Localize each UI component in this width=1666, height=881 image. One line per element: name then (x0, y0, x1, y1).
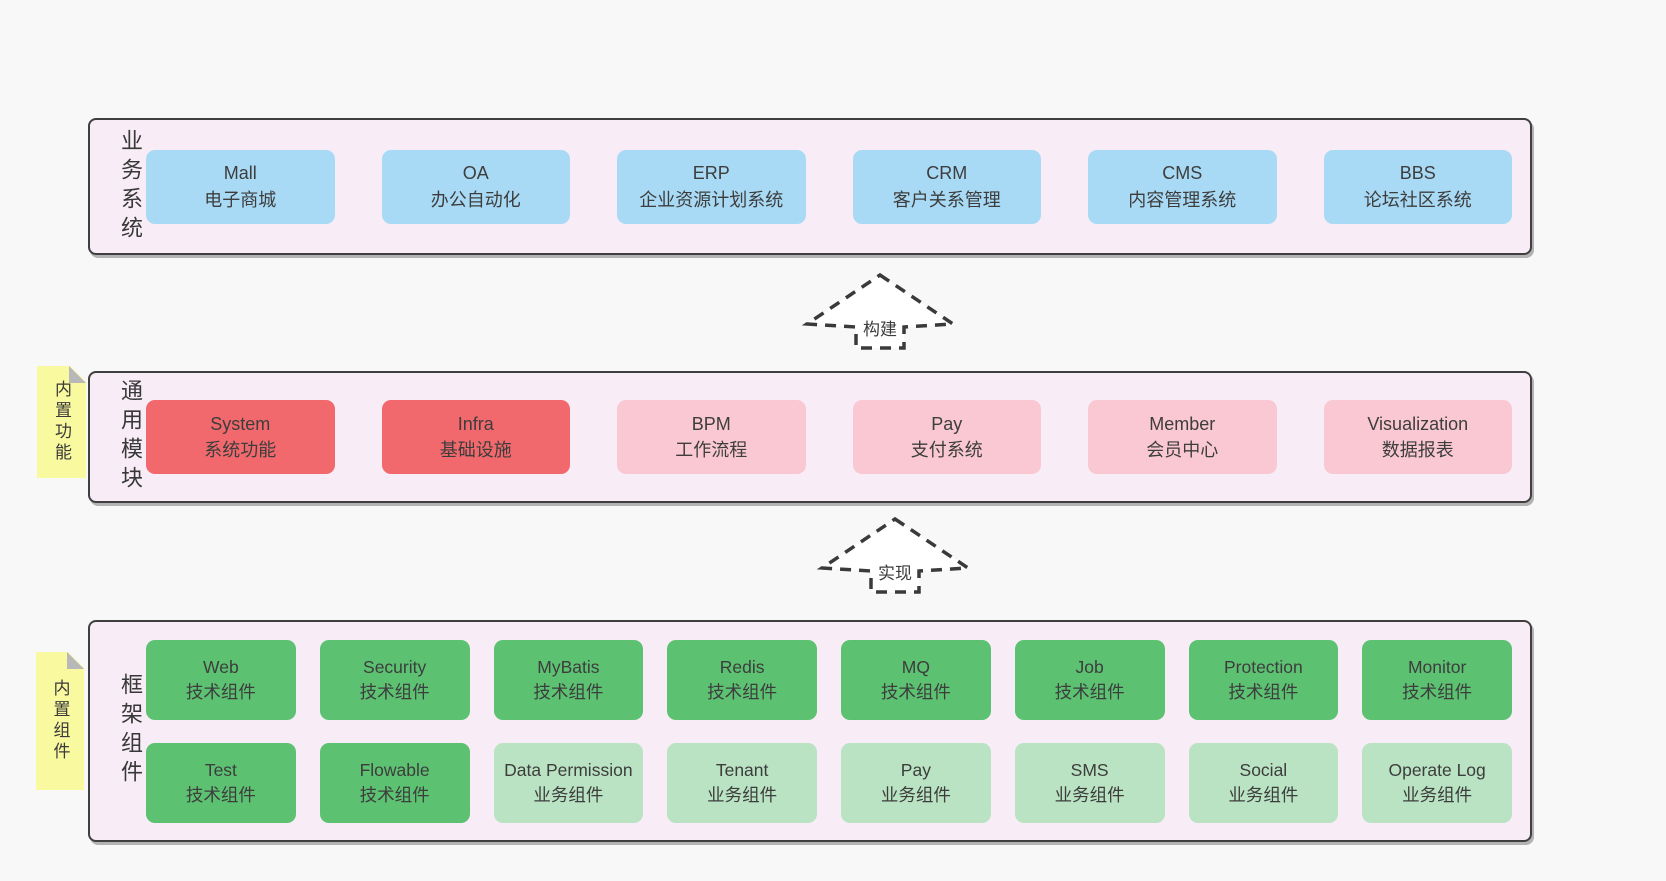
box-visualization: Visualization 数据报表 (1323, 400, 1512, 474)
up-arrow-icon (816, 516, 974, 594)
box-erp: ERP 企业资源计划系统 (617, 149, 806, 224)
box-crm: CRM 客户关系管理 (852, 149, 1041, 224)
box-monitor: Monitor 技术组件 (1362, 639, 1512, 720)
box-cms: CMS 内容管理系统 (1088, 149, 1277, 224)
up-arrow-icon (801, 272, 959, 350)
box-data-permission: Data Permission 业务组件 (493, 742, 644, 823)
folded-corner-icon (69, 366, 86, 383)
box-pay-system: Pay 支付系统 (852, 400, 1041, 474)
band-business-systems: 业务系统 Mall 电子商城 OA 办公自动化 ERP 企业资源计划系统 CRM… (88, 118, 1532, 255)
sticky-note-built-in-features: 内置功能 (37, 366, 86, 478)
framework-components-row-2: Test 技术组件 Flowable 技术组件 Data Permission … (146, 742, 1512, 823)
box-system: System 系统功能 (146, 400, 335, 474)
build-arrow-label: 构建 (861, 315, 899, 340)
box-mybatis: MyBatis 技术组件 (493, 639, 644, 720)
box-operate-log: Operate Log 业务组件 (1362, 742, 1512, 823)
box-mall: Mall 电子商城 (146, 149, 335, 224)
band-common-modules: 通用模块 System 系统功能 Infra 基础设施 BPM 工作流程 Pay… (88, 371, 1532, 503)
box-sms: SMS 业务组件 (1014, 742, 1165, 823)
sticky-note-label: 内置功能 (52, 380, 71, 464)
box-security: Security 技术组件 (319, 639, 470, 720)
band-label-business-systems: 业务系统 (118, 128, 143, 245)
framework-components-grid: Web 技术组件 Security 技术组件 MyBatis 技术组件 Redi… (146, 639, 1512, 823)
box-bbs: BBS 论坛社区系统 (1323, 149, 1512, 224)
box-job: Job 技术组件 (1014, 639, 1165, 720)
box-oa: OA 办公自动化 (381, 149, 570, 224)
box-tenant: Tenant 业务组件 (667, 742, 817, 823)
folded-corner-icon (67, 652, 84, 669)
box-member: Member 会员中心 (1088, 400, 1277, 474)
implement-arrow: 实现 (815, 515, 975, 595)
sticky-note-built-in-components: 内置组件 (36, 652, 84, 790)
band-label-common-modules: 通用模块 (118, 379, 143, 495)
box-mq: MQ 技术组件 (841, 639, 991, 720)
framework-components-row-1: Web 技术组件 Security 技术组件 MyBatis 技术组件 Redi… (146, 639, 1512, 720)
box-bpm: BPM 工作流程 (617, 400, 806, 474)
business-systems-row: Mall 电子商城 OA 办公自动化 ERP 企业资源计划系统 CRM 客户关系… (146, 149, 1512, 224)
build-arrow: 构建 (800, 271, 960, 351)
box-flowable: Flowable 技术组件 (319, 742, 470, 823)
box-protection: Protection 技术组件 (1188, 639, 1339, 720)
band-framework-components: 框架组件 Web 技术组件 Security 技术组件 MyBatis 技术组件… (88, 620, 1532, 842)
box-redis: Redis 技术组件 (667, 639, 817, 720)
implement-arrow-label: 实现 (876, 559, 914, 584)
common-modules-row: System 系统功能 Infra 基础设施 BPM 工作流程 Pay 支付系统… (146, 400, 1512, 474)
box-test: Test 技术组件 (146, 742, 296, 823)
box-pay-component: Pay 业务组件 (841, 742, 991, 823)
box-infra: Infra 基础设施 (381, 400, 570, 474)
box-web: Web 技术组件 (146, 639, 296, 720)
box-social: Social 业务组件 (1188, 742, 1339, 823)
sticky-note-label: 内置组件 (50, 679, 70, 763)
band-label-framework-components: 框架组件 (118, 673, 143, 789)
